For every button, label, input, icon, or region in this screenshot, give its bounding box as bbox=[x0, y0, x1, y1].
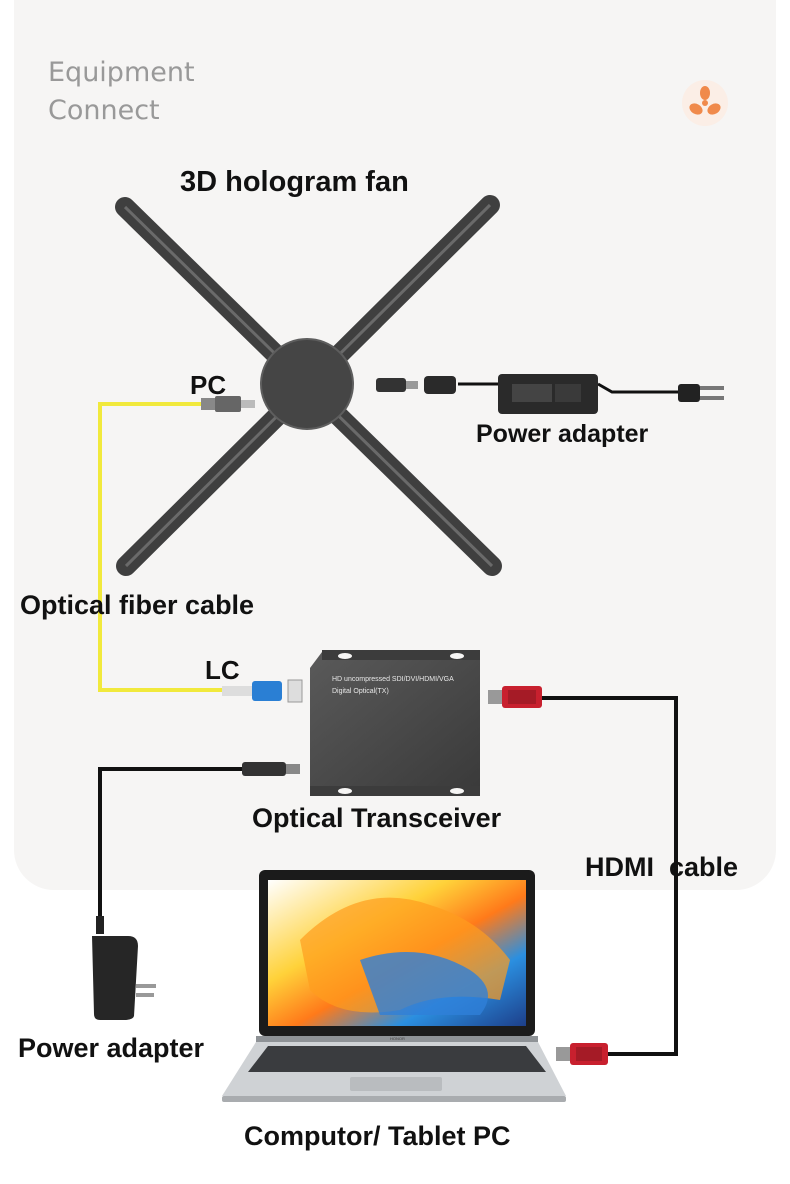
hdmi-plug-bottom bbox=[556, 1043, 608, 1065]
header-line-2: Connect bbox=[48, 95, 160, 126]
computer-label: Computor/ Tablet PC bbox=[244, 1121, 511, 1151]
laptop: HONOR bbox=[222, 870, 566, 1102]
optical-transceiver-box: HD uncompressed SDI/DVI/HDMI/VGA Digital… bbox=[310, 650, 480, 796]
optical-fiber-line bbox=[98, 402, 225, 692]
header-line-1: Equipment bbox=[48, 57, 195, 88]
wall-power-adapter bbox=[92, 916, 156, 1020]
transceiver-text-2: Digital Optical(TX) bbox=[332, 688, 389, 695]
power-adapter-bottom-label: Power adapter bbox=[18, 1033, 205, 1063]
transceiver-text-1: HD uncompressed SDI/DVI/HDMI/VGA bbox=[332, 676, 454, 683]
power-adapter-top-brick bbox=[498, 374, 598, 414]
hdmi-cable-label: HDMI cable bbox=[585, 852, 739, 882]
dc-barrel-plug bbox=[242, 762, 300, 776]
pc-connector-label: PC bbox=[190, 370, 227, 400]
power-adapter-top-label: Power adapter bbox=[476, 420, 649, 448]
dc-connectors bbox=[376, 376, 456, 394]
power-cable-line bbox=[98, 767, 245, 918]
section-header: Equipment Connect bbox=[48, 54, 195, 130]
ac-plug bbox=[678, 384, 724, 402]
fan-logo-icon bbox=[682, 80, 728, 126]
fiber-cable-label: Optical fiber cable bbox=[20, 590, 255, 620]
laptop-brand: HONOR bbox=[390, 1036, 405, 1041]
adapter-ac-cable bbox=[597, 382, 680, 394]
pc-fiber-connector bbox=[201, 396, 255, 412]
hdmi-cable-line bbox=[542, 696, 678, 1056]
hdmi-plug-top bbox=[488, 686, 542, 708]
lc-connector-label: LC bbox=[205, 655, 240, 685]
hologram-fan bbox=[115, 195, 502, 576]
lc-fiber-connector bbox=[222, 679, 303, 703]
transceiver-label: Optical Transceiver bbox=[252, 803, 502, 833]
fan-label: 3D hologram fan bbox=[180, 166, 409, 198]
